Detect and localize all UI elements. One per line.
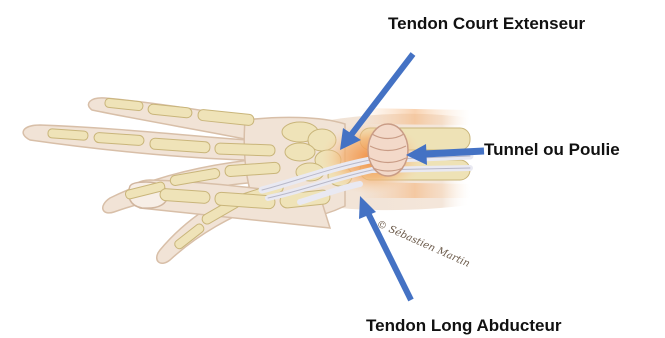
arrow-up-left-icon	[359, 196, 411, 300]
label-tunnel-pulley: Tunnel ou Poulie	[484, 140, 620, 160]
label-abductor-tendon: Tendon Long Abducteur	[366, 316, 561, 336]
label-extensor-tendon: Tendon Court Extenseur	[388, 14, 585, 34]
pulley-sheath	[368, 124, 408, 176]
